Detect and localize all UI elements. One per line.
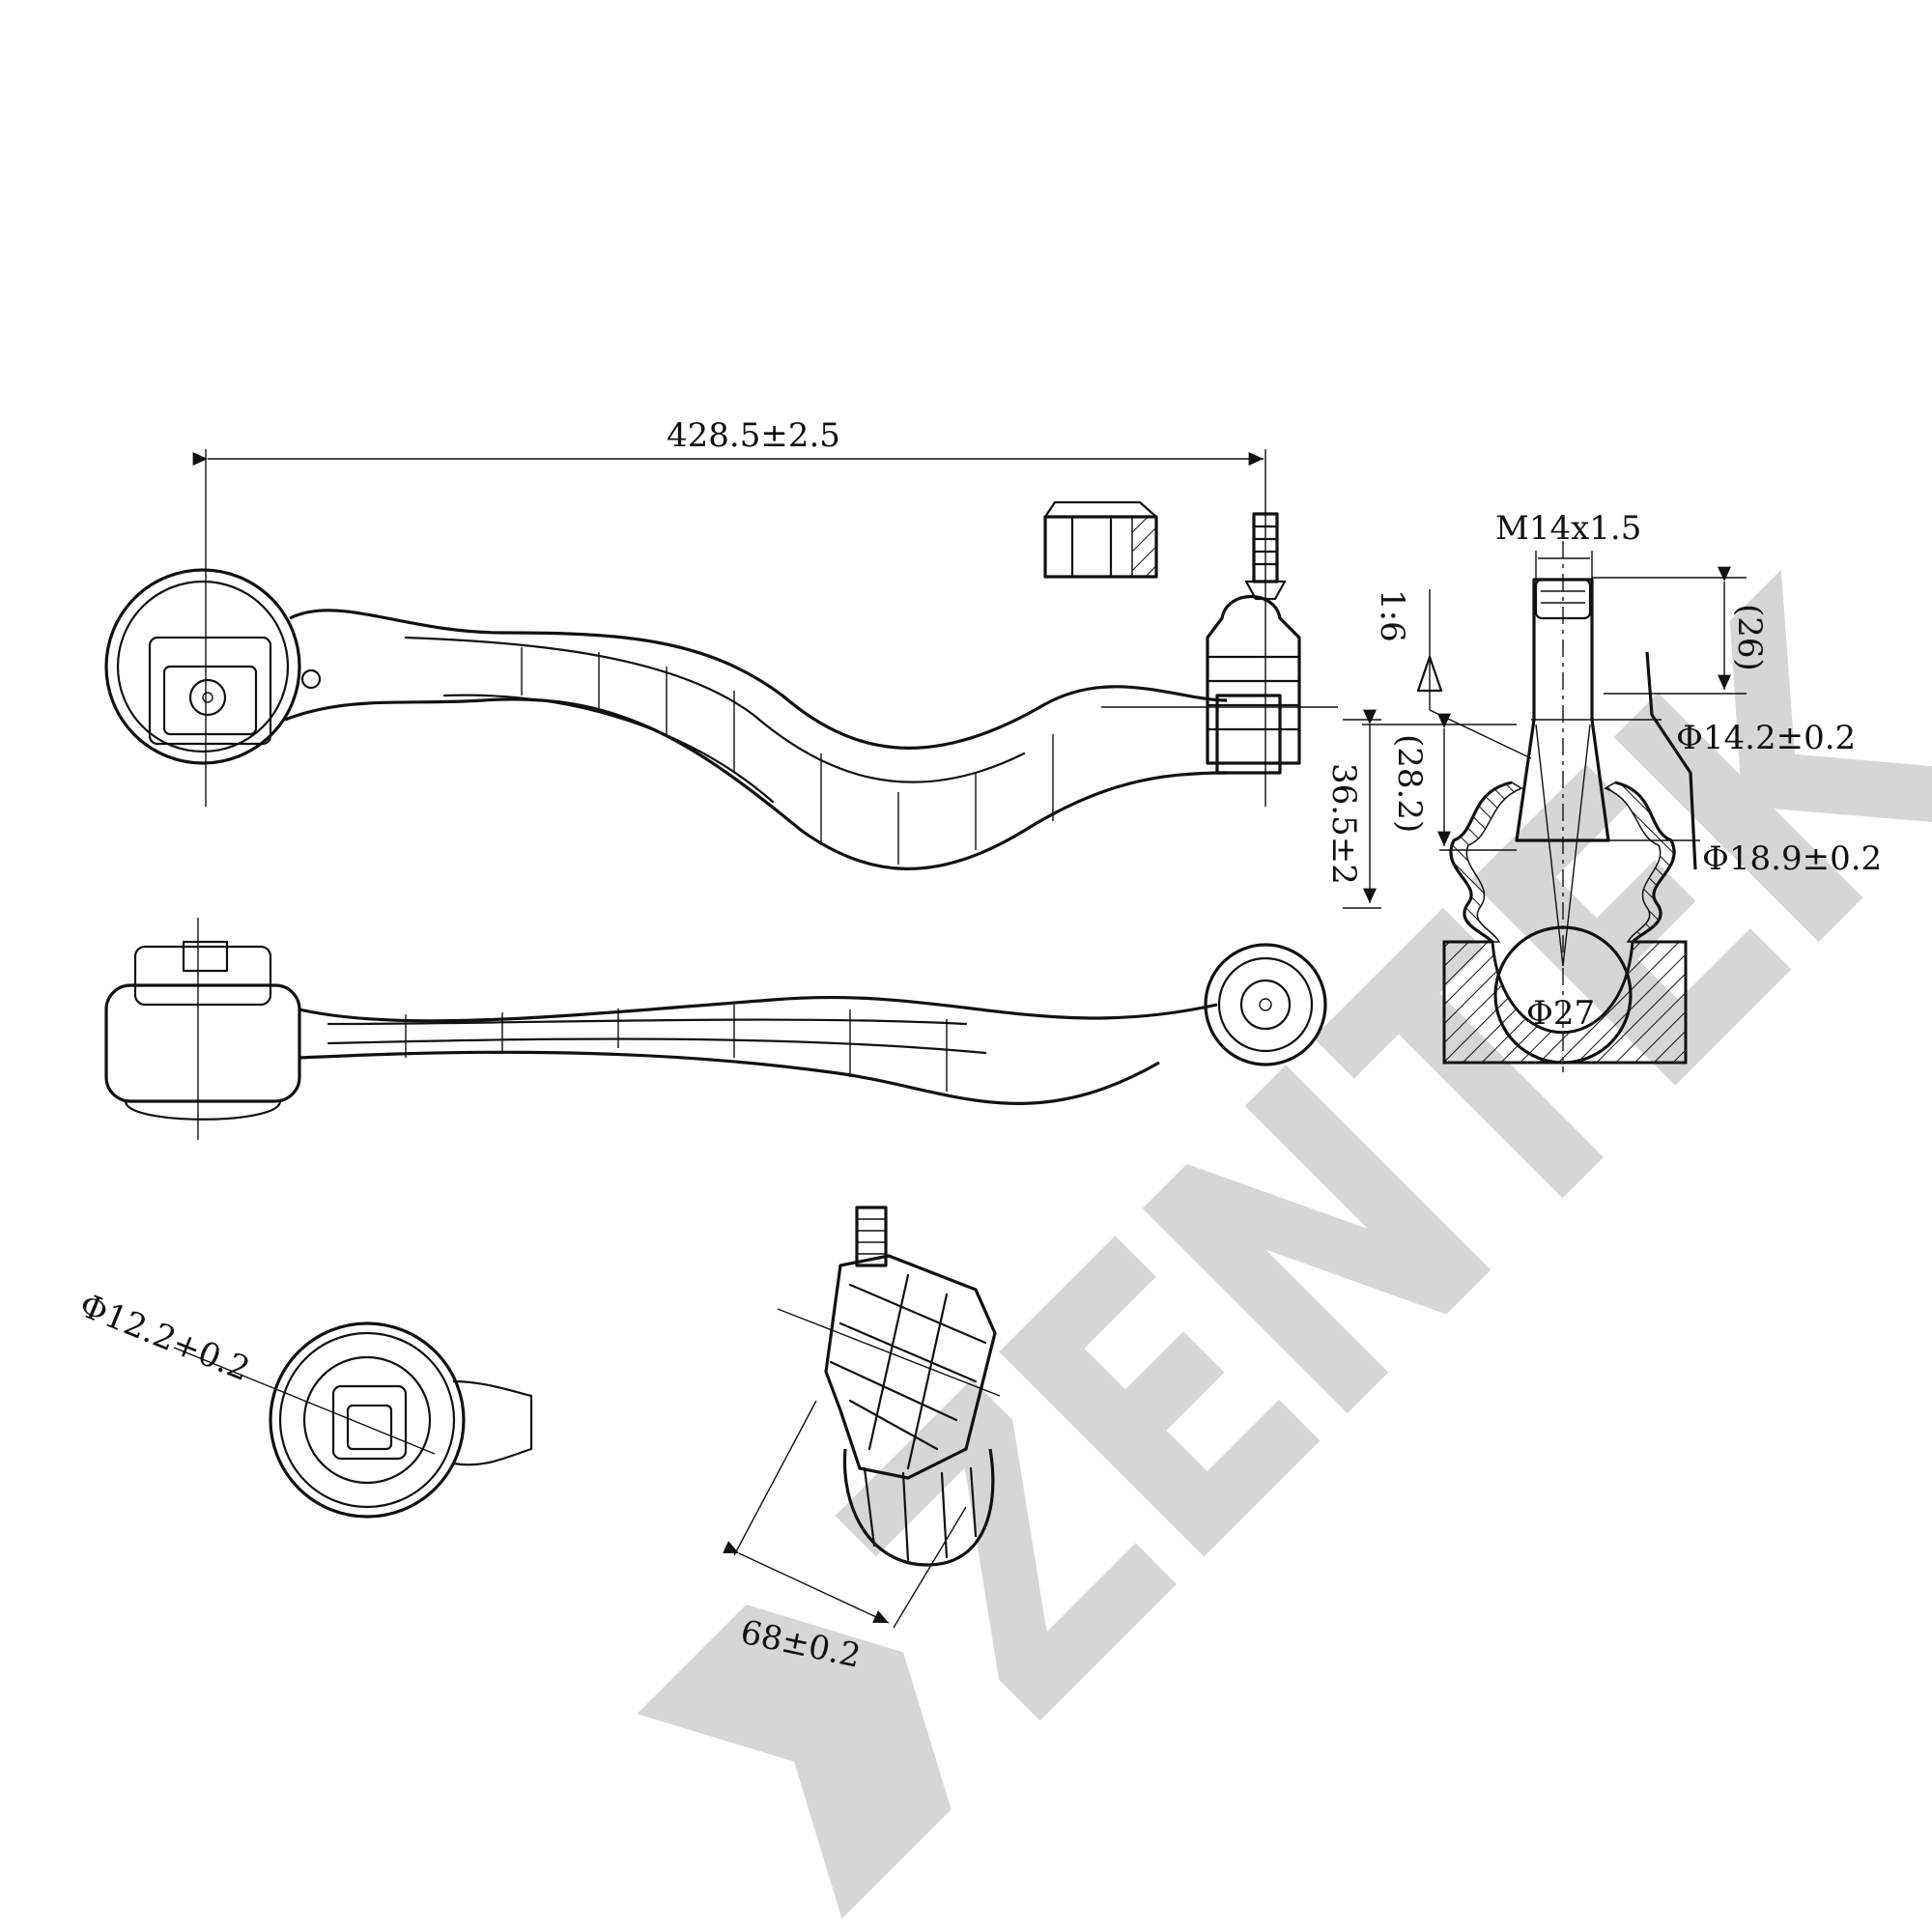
dim-overall-length: 428.5±2.5 — [667, 416, 840, 455]
control-arm-top-view: 428.5±2.5 — [104, 416, 1381, 909]
bushing-detail-view: Φ12.2+0.2 — [74, 1286, 533, 1519]
watermark-letter — [835, 1378, 1177, 1721]
watermark-letter — [1470, 764, 1792, 1086]
ball-joint-section: M14x1.5 (26) Φ14.2±0.2 Φ18.9±0.2 Φ27 1:6… — [1362, 509, 1882, 1072]
castle-nut — [1043, 500, 1158, 579]
dim-boot-height: (28.2) — [1390, 734, 1429, 833]
watermark-letter — [1142, 1065, 1492, 1414]
dim-taper-ratio: 1:6 — [1373, 589, 1411, 642]
dim-ball-stud-offset: 36.5±2 — [1324, 763, 1363, 885]
watermark-chevron-logo — [637, 1605, 952, 1919]
dim-stud-length: (26) — [1730, 604, 1769, 671]
dim-thread: M14x1.5 — [1495, 509, 1641, 548]
dim-neck-diameter: Φ18.9±0.2 — [1702, 839, 1882, 878]
dim-taper-diameter: Φ14.2±0.2 — [1676, 719, 1856, 757]
watermark-letter — [999, 1236, 1321, 1557]
dim-bushing-bore: Φ12.2+0.2 — [74, 1286, 256, 1389]
watermark-letter — [1613, 569, 1932, 943]
control-arm-side-view — [104, 918, 1327, 1140]
brand-watermark — [637, 569, 1932, 1919]
dim-ball-diameter: Φ27 — [1526, 994, 1595, 1033]
